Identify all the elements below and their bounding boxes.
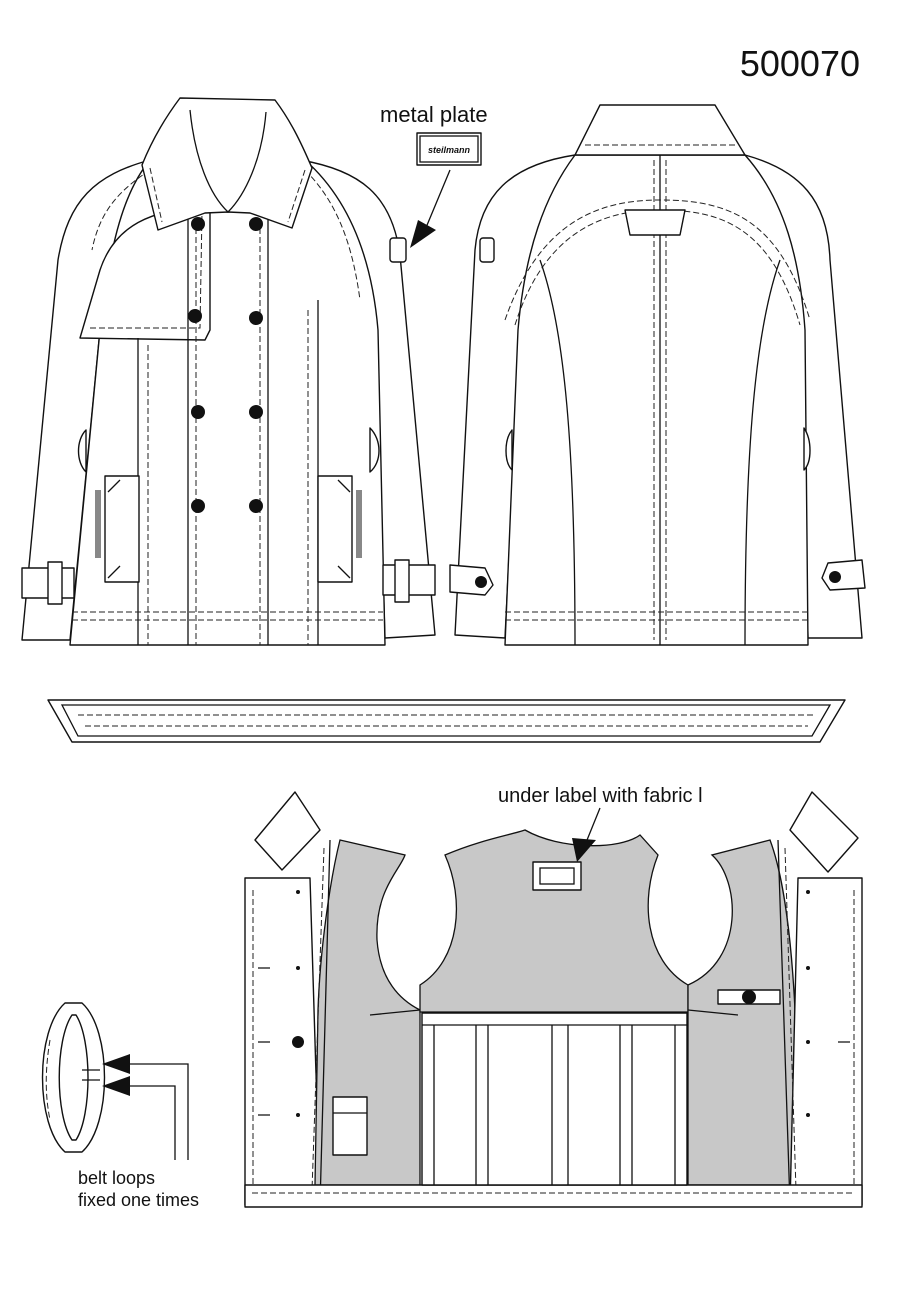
arrow-icon [572,838,596,862]
button-icon [292,1036,304,1048]
metal-plate-callout: metal plate steilmann [380,102,488,248]
button-icon [249,217,263,231]
under-label-text: under label with fabric l [498,785,703,807]
belt-loop-detail: belt loops fixed one times [41,1002,199,1210]
metal-plate-icon [389,237,407,263]
belt-loops-label-line1: belt loops [78,1168,155,1188]
inside-left-facing [244,877,321,1206]
button-icon [475,576,487,588]
inside-right-facing [789,877,863,1206]
button-icon [191,217,205,231]
metal-plate-brand: steilmann [428,145,471,155]
back-collar [574,104,746,156]
front-right-pocket-stripe [356,490,362,558]
button-icon [742,990,756,1004]
front-buttons [188,217,263,513]
button-icon [191,405,205,419]
inside-view: under label with fabric l [244,785,863,1208]
button-icon [188,309,202,323]
metal-plate-label: metal plate [380,102,488,127]
front-left-pocket [104,475,140,583]
back-view [449,104,866,646]
arrow-icon [102,1054,130,1074]
front-left-pocket-stripe [95,490,101,558]
back-right-sleeve-tab [821,559,866,591]
back-body [504,154,809,646]
article-number: 500070 [740,43,860,84]
button-icon [829,571,841,583]
inside-right-lining [687,839,799,1186]
button-icon [249,311,263,325]
back-belt-tab [624,209,686,236]
arrow-icon [102,1076,130,1096]
belt-loops-label-line2: fixed one times [78,1190,199,1210]
front-right-pocket [317,475,353,583]
front-collar [141,97,313,231]
inside-back-lining [419,829,689,1013]
button-icon [191,499,205,513]
inside-pocket-label [332,1096,368,1156]
front-view [21,97,436,646]
arrow-icon [410,220,436,248]
under-label-patch [532,861,582,891]
metal-plate-icon [479,237,495,263]
belt [47,699,846,743]
button-icon [249,405,263,419]
button-icon [249,499,263,513]
